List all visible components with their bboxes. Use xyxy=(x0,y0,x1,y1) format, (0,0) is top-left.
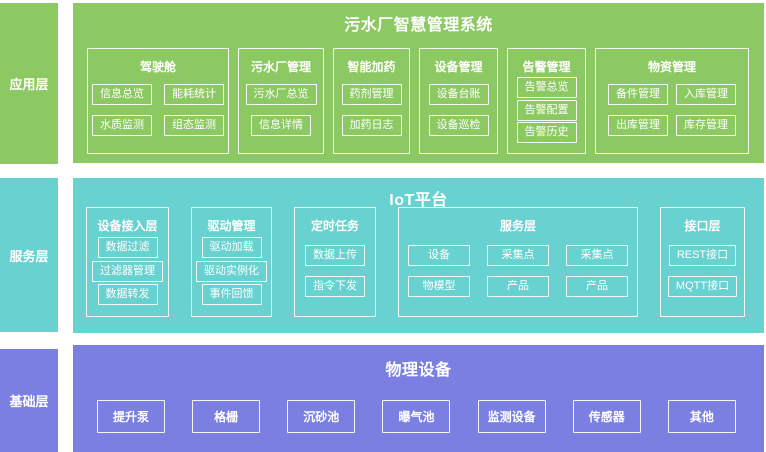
module-item: 数据上传 xyxy=(305,244,365,266)
physical-device-item: 监测设备 xyxy=(477,400,546,433)
physical-device-item: 其他 xyxy=(667,400,736,433)
physical-device-item: 沉砂池 xyxy=(287,400,356,433)
group-items: 驱动加载 驱动实例化 事件回馈 xyxy=(192,234,271,308)
module-item: 能耗统计 xyxy=(164,84,224,106)
module-item: 药剂管理 xyxy=(341,84,402,106)
infrastructure-panel-title: 物理设备 xyxy=(385,362,452,379)
group-items: 数据过滤 过滤器管理 数据转发 xyxy=(87,234,168,308)
application-panel-title: 污水厂智慧管理系统 xyxy=(344,17,493,34)
application-layer-label: 应用层 xyxy=(9,77,49,92)
module-item: 设备台账 xyxy=(428,84,489,106)
panel-infrastructure-layer: 物理设备 提升泵 格栅 沉砂池 曝气池 监测设备 传感器 其他 xyxy=(73,345,764,452)
module-item: 信息总览 xyxy=(92,84,152,106)
module-item: 设备 xyxy=(408,244,470,266)
module-item: 信息详情 xyxy=(251,114,311,136)
group-items: 备件管理 入库管理 出库管理 库存管理 xyxy=(596,75,748,145)
service-panel-title: IoT平台 xyxy=(389,192,448,209)
group-items: 告警总览 告警配置 告警历史 xyxy=(508,75,585,145)
panel-service-layer: IoT平台 设备接入层 数据过滤 过滤器管理 数据转发 驱动管理 驱动加载 驱动… xyxy=(73,178,764,333)
module-item: 告警历史 xyxy=(516,122,577,144)
group-title: 服务层 xyxy=(499,219,536,233)
group-title: 驱动管理 xyxy=(207,219,256,233)
sidebar-label-application-layer: 应用层 xyxy=(0,3,58,164)
application-groups: 驾驶舱 信息总览 能耗统计 水质监测 组态监测 污水厂管理 污水厂总览 信息详情… xyxy=(87,48,749,154)
module-item: 出库管理 xyxy=(608,114,668,136)
module-item: 备件管理 xyxy=(608,84,668,106)
group-items: 药剂管理 加药日志 xyxy=(334,75,409,145)
group-items: 数据上传 指令下发 xyxy=(295,234,375,308)
group-material-management: 物资管理 备件管理 入库管理 出库管理 库存管理 xyxy=(595,48,749,154)
module-item: 驱动实例化 xyxy=(196,260,267,282)
group-items: 污水厂总览 信息详情 xyxy=(239,75,323,145)
module-item: 采集点 xyxy=(566,244,628,266)
sidebar-label-infrastructure-layer: 基础层 xyxy=(0,349,58,452)
module-item: 告警总览 xyxy=(516,76,577,98)
module-item: 库存管理 xyxy=(676,114,736,136)
panel-application-layer: 污水厂智慧管理系统 驾驶舱 信息总览 能耗统计 水质监测 组态监测 污水厂管理 … xyxy=(73,3,764,163)
module-item: 指令下发 xyxy=(305,276,365,298)
module-item: 设备巡检 xyxy=(428,114,489,136)
module-item: 组态监测 xyxy=(164,114,224,136)
group-smart-dosing: 智能加药 药剂管理 加药日志 xyxy=(333,48,410,154)
group-title: 定时任务 xyxy=(310,219,359,233)
group-title: 污水厂管理 xyxy=(250,60,311,74)
module-item: 入库管理 xyxy=(676,84,736,106)
group-title: 物资管理 xyxy=(647,60,696,74)
physical-device-item: 曝气池 xyxy=(382,400,451,433)
group-title: 设备接入层 xyxy=(97,219,158,233)
sidebar-label-service-layer: 服务层 xyxy=(0,178,58,332)
service-groups: 设备接入层 数据过滤 过滤器管理 数据转发 驱动管理 驱动加载 驱动实例化 事件… xyxy=(86,207,747,317)
physical-device-item: 提升泵 xyxy=(97,400,165,433)
group-items: 设备台账 设备巡检 xyxy=(420,75,497,145)
group-title: 接口层 xyxy=(684,219,721,233)
group-title: 智能加药 xyxy=(347,60,396,74)
module-item: 驱动加载 xyxy=(201,236,262,258)
module-item: 污水厂总览 xyxy=(245,84,317,106)
module-item: 过滤器管理 xyxy=(92,260,163,282)
group-items: 设备 采集点 采集点 物模型 产品 产品 xyxy=(399,234,637,308)
module-item: 数据过滤 xyxy=(97,236,158,258)
module-item: 告警配置 xyxy=(516,99,577,121)
module-item: REST接口 xyxy=(668,244,737,266)
module-item: 数据转发 xyxy=(97,284,158,306)
physical-device-row: 提升泵 格栅 沉砂池 曝气池 监测设备 传感器 其他 xyxy=(97,400,736,433)
group-scheduled-tasks: 定时任务 数据上传 指令下发 xyxy=(294,207,376,317)
physical-device-item: 传感器 xyxy=(572,400,641,433)
module-item: 产品 xyxy=(487,276,549,298)
group-title: 告警管理 xyxy=(522,60,571,74)
group-items: 信息总览 能耗统计 水质监测 组态监测 xyxy=(88,75,228,145)
group-equipment-management: 设备管理 设备台账 设备巡检 xyxy=(419,48,498,154)
module-item: 事件回馈 xyxy=(201,284,262,306)
module-item: 产品 xyxy=(566,276,628,298)
module-item: 水质监测 xyxy=(92,114,152,136)
module-item: 加药日志 xyxy=(341,114,402,136)
module-item: 物模型 xyxy=(408,276,470,298)
group-alarm-management: 告警管理 告警总览 告警配置 告警历史 xyxy=(507,48,586,154)
group-interface-layer: 接口层 REST接口 MQTT接口 xyxy=(660,207,745,317)
group-items: REST接口 MQTT接口 xyxy=(661,234,744,308)
group-driver-management: 驱动管理 驱动加载 驱动实例化 事件回馈 xyxy=(191,207,272,317)
infrastructure-layer-label: 基础层 xyxy=(9,394,49,409)
service-layer-label: 服务层 xyxy=(9,248,49,264)
module-item: MQTT接口 xyxy=(667,276,738,298)
group-inner-service-layer: 服务层 设备 采集点 采集点 物模型 产品 产品 xyxy=(398,207,638,317)
physical-device-item: 格栅 xyxy=(192,400,261,433)
group-title: 驾驶舱 xyxy=(139,60,176,74)
group-device-access-layer: 设备接入层 数据过滤 过滤器管理 数据转发 xyxy=(86,207,169,317)
module-item: 采集点 xyxy=(487,244,549,266)
group-cockpit: 驾驶舱 信息总览 能耗统计 水质监测 组态监测 xyxy=(87,48,229,154)
group-title: 设备管理 xyxy=(434,60,483,74)
group-plant-management: 污水厂管理 污水厂总览 信息详情 xyxy=(238,48,324,154)
